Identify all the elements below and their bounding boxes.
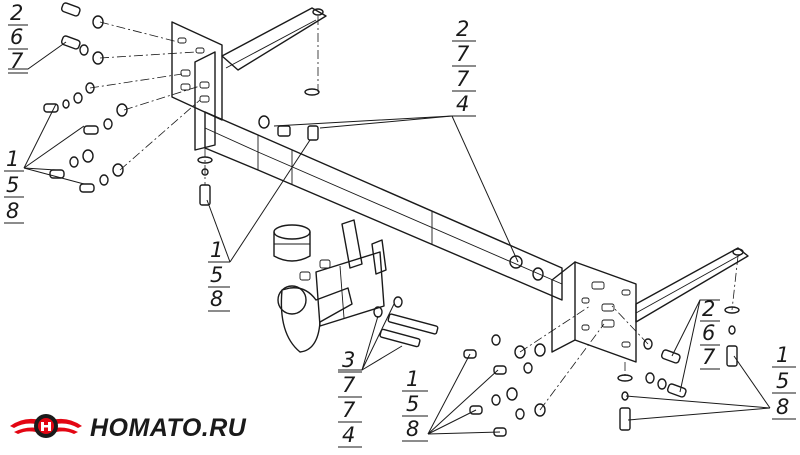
callout-left: 1 5 8 [4, 147, 24, 224]
brand-logo: HOMATO.RU [10, 414, 247, 442]
callout-number: 1 [776, 343, 789, 367]
cross-beam [204, 111, 563, 301]
callout-number: 7 [10, 49, 24, 73]
callout-number: 2 [702, 297, 715, 321]
brand-name: HOMATO.RU [90, 414, 247, 442]
callout-number: 8 [6, 199, 19, 223]
callout-center: 1 5 8 [208, 238, 230, 312]
callout-right-outer: 1 5 8 [772, 343, 796, 420]
callout-number: 7 [342, 398, 356, 422]
callout-number: 5 [406, 392, 419, 416]
callout-top-middle: 2 7 7 4 [452, 17, 476, 117]
alignment-lines [89, 16, 739, 411]
callout-number: 6 [10, 25, 23, 49]
callout-number: 5 [210, 263, 223, 287]
callout-number: 7 [342, 373, 356, 397]
callout-number: 7 [456, 67, 470, 91]
callout-number: 5 [6, 173, 19, 197]
right-bracket [551, 261, 637, 363]
callout-number: 8 [776, 395, 789, 419]
callout-number: 7 [456, 42, 470, 66]
callout-number: 3 [342, 348, 355, 372]
tow-ball-assembly [273, 219, 387, 353]
callout-number: 7 [702, 345, 716, 369]
callout-number: 2 [456, 17, 469, 41]
callout-number: 1 [6, 147, 19, 171]
callout-number: 2 [10, 1, 23, 25]
callout-number: 8 [406, 417, 419, 441]
right-side-arm [635, 247, 749, 323]
left-bracket [171, 21, 223, 151]
callout-bottom-center: 1 5 8 [402, 367, 428, 442]
left-side-arm [221, 7, 327, 71]
leader-lines [8, 41, 771, 435]
callout-top-left: 2 6 7 [8, 1, 28, 74]
callout-number: 8 [210, 287, 223, 311]
callout-number: 4 [456, 92, 469, 116]
callout-right-inner: 2 6 7 [700, 297, 720, 370]
fasteners [43, 2, 740, 437]
callout-bottom-middle: 3 7 7 4 [338, 348, 362, 448]
callout-number: 1 [210, 238, 223, 262]
callout-number: 5 [776, 369, 789, 393]
callout-number: 4 [342, 423, 355, 447]
callout-number: 1 [406, 367, 419, 391]
wing-emblem-icon [10, 414, 82, 438]
callout-number: 6 [702, 321, 715, 345]
